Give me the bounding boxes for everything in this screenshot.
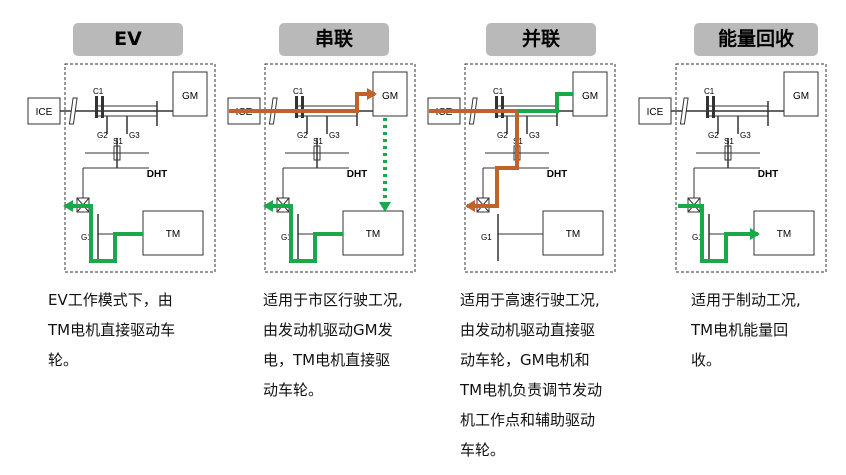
g1-label: G1 — [692, 233, 703, 242]
gm-label: GM — [382, 91, 398, 102]
panel-series: 串联 ICE GM TM DHT C1 G2 G3 S — [225, 0, 435, 475]
tm-label: TM — [566, 229, 580, 240]
g3-label: G3 — [740, 131, 751, 140]
gm-label: GM — [582, 91, 598, 102]
dht-boundary — [64, 63, 216, 273]
power-flow-arrow — [263, 200, 273, 212]
panel-parallel: 并联 ICE GM TM DHT C1 G2 G3 S — [425, 0, 635, 475]
power-flow-path — [229, 92, 375, 113]
panel-regen: 能量回收 ICE GM TM DHT C1 G2 G3 — [636, 0, 846, 475]
power-flow-arrow — [379, 202, 391, 212]
powertrain-schematic: ICE GM TM DHT C1 G2 G3 S1 — [427, 63, 616, 273]
clutch-c1 — [495, 96, 498, 118]
dht-boundary — [264, 63, 416, 273]
power-flow — [63, 200, 143, 263]
dht-boundary — [675, 63, 827, 273]
damper — [68, 97, 78, 125]
description-series: 适用于市区行驶工况, 由发动机驱动GM发 电，TM电机直接驱 动车轮。 — [263, 291, 403, 399]
s1-label: S1 — [313, 137, 323, 146]
dht-label: DHT — [547, 169, 568, 180]
dht-label: DHT — [147, 169, 168, 180]
description-parallel: 适用于高速行驶工况, 由发动机驱动直接驱 动车轮，GM电机和 TM电机负责调节发… — [460, 291, 603, 459]
mode-title-series: 串联 — [279, 23, 389, 56]
c1-label: C1 — [93, 87, 104, 96]
ice-box — [638, 97, 672, 125]
g2-label: G2 — [297, 131, 308, 140]
g3-label: G3 — [129, 131, 140, 140]
tm-label: TM — [777, 229, 791, 240]
g1-label: G1 — [481, 233, 492, 242]
power-flow-path — [517, 92, 573, 113]
description-ev: EV工作模式下，由 TM电机直接驱动车 轮。 — [48, 291, 176, 369]
dht-label: DHT — [758, 169, 779, 180]
gm-label: GM — [793, 91, 809, 102]
power-flow — [229, 88, 391, 263]
g1-label: G1 — [281, 233, 292, 242]
mode-title-parallel: 并联 — [486, 23, 596, 56]
dht-boundary — [464, 63, 616, 273]
tm-box — [142, 210, 204, 256]
power-flow-arrow — [465, 200, 475, 212]
ice-label: ICE — [647, 107, 664, 118]
c1-label: C1 — [704, 87, 715, 96]
tm-box — [753, 210, 815, 256]
g2-label: G2 — [708, 131, 719, 140]
power-flow-path — [65, 204, 143, 263]
gm-box — [783, 71, 819, 117]
g2-label: G2 — [497, 131, 508, 140]
power-flow — [429, 92, 573, 212]
tm-box — [542, 210, 604, 256]
g2-label: G2 — [97, 131, 108, 140]
s1-label: S1 — [113, 137, 123, 146]
clutch-c1 — [95, 96, 98, 118]
damper — [679, 97, 689, 125]
powertrain-schematic: ICE GM TM DHT C1 G2 G3 S1 — [27, 63, 216, 273]
power-flow-path — [265, 204, 343, 263]
gm-box — [572, 71, 608, 117]
ice-label: ICE — [36, 107, 53, 118]
powertrain-schematic: ICE GM TM DHT C1 G2 G3 S1 — [638, 63, 827, 273]
power-flow-arrow — [63, 200, 73, 212]
description-regen: 适用于制动工况, TM电机能量回 收。 — [691, 291, 801, 369]
mode-title-ev: EV — [73, 23, 183, 56]
s1-label: S1 — [724, 137, 734, 146]
power-flow-path — [678, 204, 758, 263]
gm-box — [172, 71, 208, 117]
power-flow — [678, 204, 760, 263]
tm-label: TM — [166, 229, 180, 240]
c1-label: C1 — [293, 87, 304, 96]
g1-label: G1 — [81, 233, 92, 242]
dht-label: DHT — [347, 169, 368, 180]
clutch-c1 — [706, 96, 709, 118]
mode-title-regen: 能量回收 — [694, 23, 818, 56]
power-flow-arrow — [367, 88, 377, 100]
panel-ev: EV ICE GM TM DHT C1 G2 G3 S — [25, 0, 235, 475]
powertrain-schematic: ICE GM TM DHT C1 G2 G3 S1 — [227, 63, 416, 273]
clutch-c1 — [295, 96, 298, 118]
tm-box — [342, 210, 404, 256]
gm-label: GM — [182, 91, 198, 102]
g3-label: G3 — [329, 131, 340, 140]
g3-label: G3 — [529, 131, 540, 140]
tm-label: TM — [366, 229, 380, 240]
power-flow-path — [429, 109, 519, 208]
c1-label: C1 — [493, 87, 504, 96]
power-flow-arrow — [750, 228, 760, 240]
